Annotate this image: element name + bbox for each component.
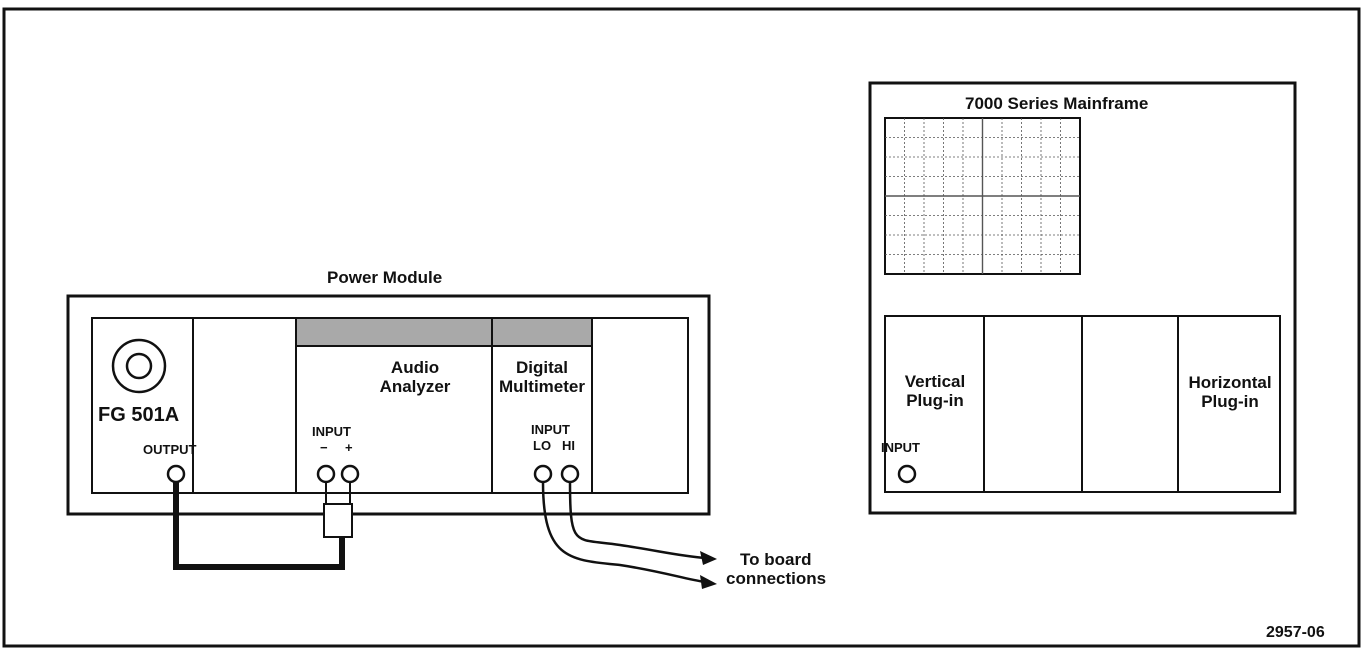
audio-analyzer-line2: Analyzer [379,377,451,396]
audio-plus-label: + [345,440,353,455]
fg-to-audio-cable [173,482,345,570]
dmm-input-lo-connector [533,464,553,484]
audio-minus-label: − [320,440,328,455]
audio-analyzer-label: Audio Analyzer [345,358,485,396]
mainframe-title: 7000 Series Mainframe [965,94,1149,113]
arrowhead [700,575,717,589]
power-module-outer [66,294,711,516]
audio-input-minus-connector [316,464,336,484]
audio-input-label: INPUT [312,424,351,439]
dmm-input-label: INPUT [531,422,570,437]
vertical-line2: Plug-in [906,391,964,410]
dmm-hi-lead [568,481,706,560]
dmm-label: Digital Multimeter [482,358,602,396]
board-connections-label: To board connections [726,550,826,588]
board-connections-line2: connections [726,569,827,588]
vertical-input-label: INPUT [881,440,920,455]
dmm-line1: Digital [516,358,568,377]
power-module-title: Power Module [327,268,443,287]
horizontal-line2: Plug-in [1201,392,1259,411]
figure-border [2,7,1361,648]
figure-number: 2957-06 [1266,624,1325,641]
crt-graticule [885,118,1080,274]
vertical-input-connector [897,464,917,484]
board-connections-line1: To board [740,550,812,569]
fg-output-label: OUTPUT [143,442,197,457]
vertical-line1: Vertical [904,372,966,391]
arrowhead [700,551,717,565]
vertical-plugin-label: Vertical Plug-in [886,372,984,410]
audio-analyzer-shaded-bar [295,317,493,347]
audio-analyzer-line1: Audio [390,358,440,377]
dmm-lo-lead [541,481,706,584]
horizontal-line1: Horizontal [1188,373,1272,392]
fg-dial-outer [111,338,167,394]
fg-dial-inner [125,352,153,380]
dmm-lo-label: LO [533,438,552,453]
mainframe-outer [868,81,1297,515]
dmm-input-hi-connector [560,464,580,484]
dmm-line2: Multimeter [499,377,585,396]
cable-adapter [323,503,353,538]
horizontal-plugin-label: Horizontal Plug-in [1179,373,1281,411]
audio-input-plus-connector [340,464,360,484]
fg-name-label: FG 501A [98,404,180,426]
dmm-shaded-bar [491,317,593,347]
dmm-hi-label: HI [562,438,575,453]
fg-output-connector [166,464,186,484]
